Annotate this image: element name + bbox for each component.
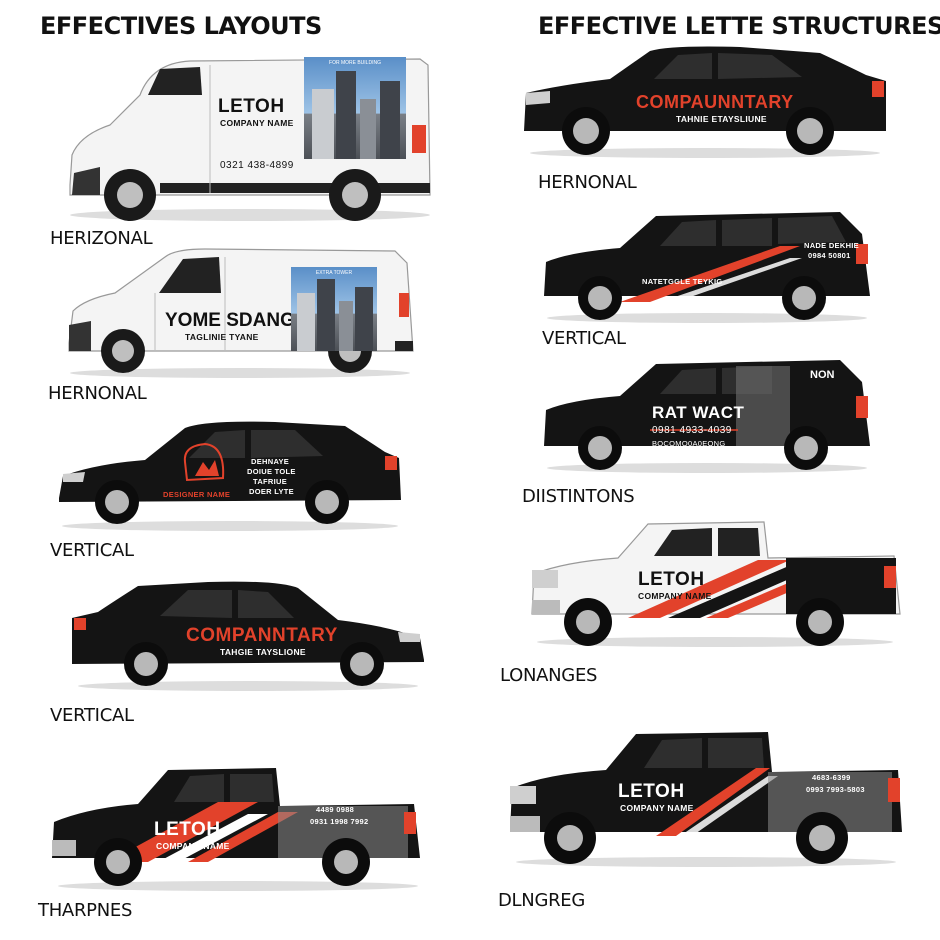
photo-caption: FOR MORE BUILDING [329, 60, 381, 66]
black-pickup-phone-2: 0993 7993-5803 [806, 785, 865, 794]
white-minivan: YOME SDANGE TAGLINIE TYANE EXTRA TOWER [65, 245, 420, 380]
pickup-phone-2: 0931 1998 7992 [310, 817, 369, 826]
sedan-line-1: DEHNAYE [251, 457, 290, 466]
sedan-illustration-3 [524, 46, 886, 158]
black-pickup-left: LETOH COMPANY NAME 4489 0988 0931 1998 7… [48, 762, 428, 894]
white-pickup-company-name: COMPANY NAME [638, 591, 712, 601]
caption-left-3: VERTICAL [50, 540, 134, 561]
sedan-2-tagline: TAHGIE TAYSLIONE [220, 647, 306, 657]
suv-2-phone: 0981 4933-4039 [652, 425, 732, 436]
building-photo: FOR MORE BUILDING [304, 57, 406, 159]
right-column-heading: EFFECTIVE LETTE STRUCTURES [538, 12, 940, 40]
white-pickup-right: LETOH COMPANY NAME [528, 518, 903, 650]
suv-line-1: NADE DEKHIE [804, 241, 859, 250]
caption-right-4: LONANGES [500, 665, 598, 686]
sedan-line-3: TAFRIUE [253, 477, 288, 486]
white-cargo-van: LETOH COMPANY NAME 0321 438-4899 FOR MOR… [60, 55, 440, 225]
pickup-brand-name: LETOH [154, 819, 221, 840]
black-suv-right-1: NADE DEKHIE 0984 50801 NATETGGLE TEYKIG [540, 210, 875, 325]
photo-caption-2: EXTRA TOWER [315, 270, 353, 276]
black-sedan-right-1: COMPAUNNTARY TAHNIE ETAYSLIUNE [520, 45, 890, 160]
minivan-tagline: TAGLINIE TYANE [185, 332, 259, 342]
pickup-illustration [52, 768, 420, 891]
caption-left-5: THARPNES [38, 900, 133, 921]
caption-left-1: HERIZONAL [50, 228, 153, 249]
caption-right-3: DIISTINTONS [522, 486, 635, 507]
white-pickup-brand: LETOH [638, 569, 705, 590]
left-column-heading: EFFECTIVES LAYOUTS [40, 12, 322, 40]
pickup-phone-1: 4489 0988 [316, 805, 355, 814]
sedan-line-2: DOIUE TOLE [247, 467, 296, 476]
minivan-brand-name: YOME SDANGE [165, 310, 308, 331]
sedan-r1-tagline: TAHNIE ETAYSLIUNE [676, 114, 767, 124]
white-pickup-illustration [531, 521, 901, 647]
black-pickup-brand: LETOH [618, 781, 685, 802]
van-brand-name: LETOH [218, 96, 285, 117]
caption-right-1: HERNONAL [538, 172, 637, 193]
building-photo-2: EXTRA TOWER [291, 267, 377, 351]
caption-left-4: VERTICAL [50, 705, 134, 726]
suv-2-brand: RAT WACT [652, 403, 745, 422]
black-pickup-illustration [510, 732, 902, 867]
sedan-2-brand: COMPANNTARY [186, 625, 338, 646]
suv-illustration [544, 212, 870, 323]
caption-left-2: HERNONAL [48, 383, 147, 404]
sedan-illustration-2 [72, 581, 424, 691]
caption-right-5: DLNGREG [498, 890, 586, 911]
sedan-r1-brand: COMPAUNNTARY [636, 92, 794, 112]
suv-stripe-text: NATETGGLE TEYKIG [642, 277, 723, 286]
black-pickup-phone-1: 4683-6399 [812, 773, 851, 782]
sedan-illustration [59, 421, 401, 531]
sedan-line-4: DOER LYTE [249, 487, 294, 496]
black-suv-right-2: NON RAT WACT 0981 4933-4039 BOCOMO0A0EON… [540, 358, 875, 476]
van-phone-number: 0321 438-4899 [220, 160, 294, 171]
van-company-name: COMPANY NAME [220, 118, 294, 128]
black-pickup-company-name: COMPANY NAME [620, 803, 694, 813]
pickup-company-name: COMPANY NAME [156, 841, 230, 851]
sedan-logo-text: DESIGNER NAME [163, 490, 231, 499]
black-pickup-right: LETOH COMPANY NAME 4683-6399 0993 7993-5… [506, 728, 906, 870]
caption-right-2: VERTICAL [542, 328, 626, 349]
suv-2-corner-text: NON [810, 369, 835, 381]
suv-line-2: 0984 50801 [808, 251, 851, 260]
suv-2-small-text: BOCOMO0A0EONG [652, 439, 726, 448]
black-sedan-left-2: COMPANNTARY TAHGIE TAYSLIONE [68, 578, 428, 693]
suv-illustration-2 [544, 360, 870, 473]
black-sedan-left-1: DESIGNER NAME DEHNAYE DOIUE TOLE TAFRIUE… [55, 418, 405, 533]
